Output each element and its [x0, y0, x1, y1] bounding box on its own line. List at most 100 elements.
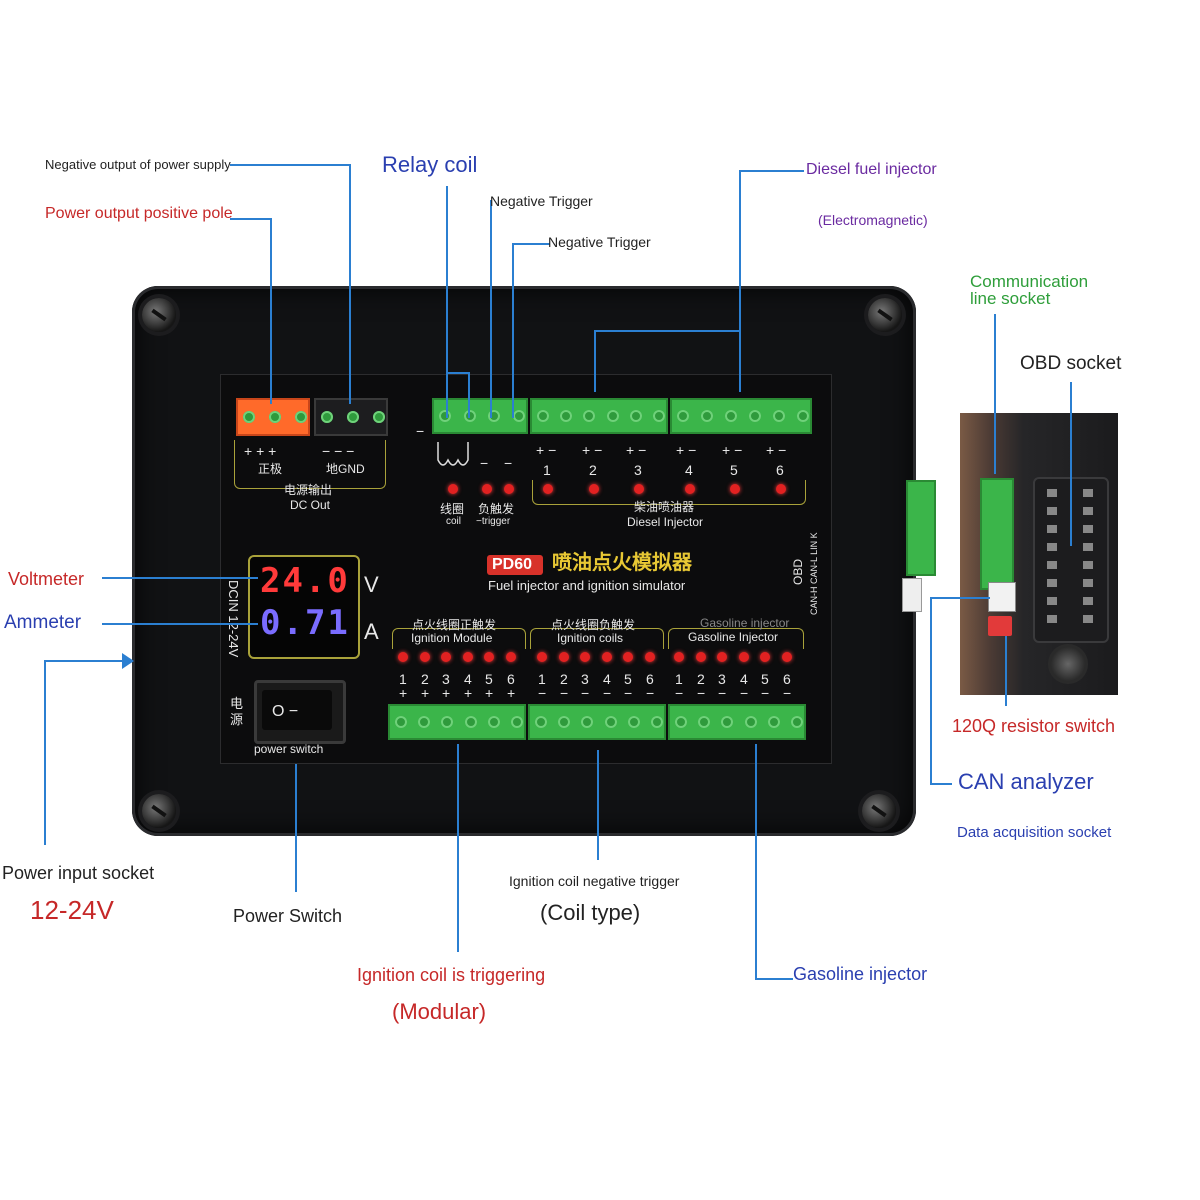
- module-number: 4: [464, 671, 472, 687]
- leader-line: [739, 170, 741, 392]
- callout-voltmeter: Voltmeter: [8, 569, 85, 589]
- callout-comm-line-2: line socket: [970, 289, 1051, 308]
- communication-line-socket[interactable]: [980, 478, 1014, 590]
- leader-line: [512, 243, 514, 418]
- coils-polarity-mark: −: [538, 685, 547, 701]
- obd-pin: [1083, 507, 1093, 515]
- dc-out-bracket: [234, 440, 386, 489]
- neg-trigger-cn-label: 负触发: [478, 502, 515, 516]
- obd-pin: [1083, 543, 1093, 551]
- leader-line: [44, 660, 130, 662]
- leader-line: [930, 783, 952, 785]
- terminal-screw: [651, 716, 663, 728]
- terminal-screw: [295, 411, 307, 423]
- diesel-led: [543, 484, 553, 494]
- power-rocker-switch[interactable]: [262, 690, 332, 730]
- trigger-minus-mark-1: −: [480, 455, 489, 471]
- leader-line: [446, 372, 470, 374]
- obd-pin: [1083, 561, 1093, 569]
- gasoline-terminal-block[interactable]: [668, 704, 806, 740]
- terminal-screw: [628, 716, 640, 728]
- diesel-terminal-block-a[interactable]: [530, 398, 668, 434]
- gasoline-polarity-mark: −: [740, 685, 749, 701]
- leader-line: [490, 200, 492, 418]
- terminal-screw: [791, 716, 803, 728]
- leader-line: [230, 164, 351, 166]
- leader-line: [1005, 636, 1007, 706]
- corner-screw: [142, 794, 176, 828]
- corner-screw: [862, 794, 896, 828]
- terminal-screw: [698, 716, 710, 728]
- module-led: [506, 652, 516, 662]
- diesel-terminal-block-b[interactable]: [670, 398, 812, 434]
- leader-line: [230, 218, 272, 220]
- arrow-icon: [122, 653, 134, 669]
- obd-pin: [1047, 597, 1057, 605]
- module-polarity-mark: +: [421, 685, 430, 701]
- coils-number: 3: [581, 671, 589, 687]
- resistor-dip-switch[interactable]: [988, 616, 1012, 636]
- leader-line: [755, 744, 757, 980]
- dc-out-pos-label: 正极: [258, 462, 283, 476]
- relay-minus-mark: −: [416, 423, 425, 439]
- terminal-screw: [701, 410, 713, 422]
- terminal-screw: [269, 411, 281, 423]
- coils-led: [580, 652, 590, 662]
- callout-diesel-electromagnetic: (Electromagnetic): [818, 212, 928, 228]
- coils-bracket: [530, 628, 664, 649]
- terminal-screw: [653, 410, 665, 422]
- callout-coil-type: (Coil type): [540, 900, 641, 925]
- diesel-pm-2: + −: [582, 442, 603, 458]
- terminal-screw: [243, 411, 255, 423]
- module-led: [398, 652, 408, 662]
- diesel-pm-4: + −: [676, 442, 697, 458]
- module-en-label: Ignition Module: [411, 631, 493, 645]
- product-title-en: Fuel injector and ignition simulator: [488, 578, 686, 593]
- leader-line: [468, 372, 470, 418]
- trigger-led-1: [482, 484, 492, 494]
- diesel-number: 5: [730, 462, 738, 478]
- leader-line: [594, 330, 740, 332]
- gasoline-led: [717, 652, 727, 662]
- can-analyzer-port[interactable]: [988, 582, 1016, 612]
- module-polarity-mark: +: [464, 685, 473, 701]
- leader-line: [597, 750, 599, 860]
- obd-pin: [1047, 579, 1057, 587]
- coils-number: 4: [603, 671, 611, 687]
- terminal-screw: [583, 410, 595, 422]
- leader-line: [44, 660, 46, 845]
- gasoline-led: [782, 652, 792, 662]
- trigger-led-2: [504, 484, 514, 494]
- leader-line: [102, 623, 258, 625]
- callout-comm-line-1: Communication: [970, 272, 1089, 291]
- module-number: 2: [421, 671, 429, 687]
- gasoline-led: [674, 652, 684, 662]
- side-communication-connector[interactable]: [906, 480, 936, 576]
- diesel-en-label: Diesel Injector: [627, 515, 704, 529]
- terminal-screw: [513, 410, 525, 422]
- ignition-coils-terminal-block[interactable]: [528, 704, 666, 740]
- callout-negative-trigger-1: Negative Trigger: [490, 193, 593, 209]
- neg-trigger-en-label: −trigger: [476, 516, 511, 527]
- model-badge: PD60: [492, 556, 533, 573]
- gasoline-polarity-mark: −: [697, 685, 706, 701]
- dc-out-gnd-terminal[interactable]: [314, 398, 388, 436]
- terminal-screw: [347, 411, 359, 423]
- gas-cn-label: Gasoline injector: [700, 616, 790, 630]
- leader-line: [270, 218, 272, 404]
- module-number: 1: [399, 671, 407, 687]
- module-led: [463, 652, 473, 662]
- voltmeter-reading: 24.0: [260, 561, 350, 601]
- gasoline-led: [696, 652, 706, 662]
- dc-out-positive-terminal[interactable]: [236, 398, 310, 436]
- module-polarity-mark: +: [507, 685, 516, 701]
- terminal-screw: [725, 410, 737, 422]
- terminal-screw: [321, 411, 333, 423]
- module-cn-label: 点火线圈正触发: [412, 618, 497, 632]
- ignition-module-terminal-block[interactable]: [388, 704, 526, 740]
- terminal-screw: [749, 410, 761, 422]
- dc-out-plus-marks: + + +: [244, 443, 277, 459]
- dcin-label: DCIN 12-24V: [226, 580, 241, 658]
- leader-line: [594, 330, 596, 392]
- diesel-cn-label: 柴油喷油器: [634, 500, 695, 514]
